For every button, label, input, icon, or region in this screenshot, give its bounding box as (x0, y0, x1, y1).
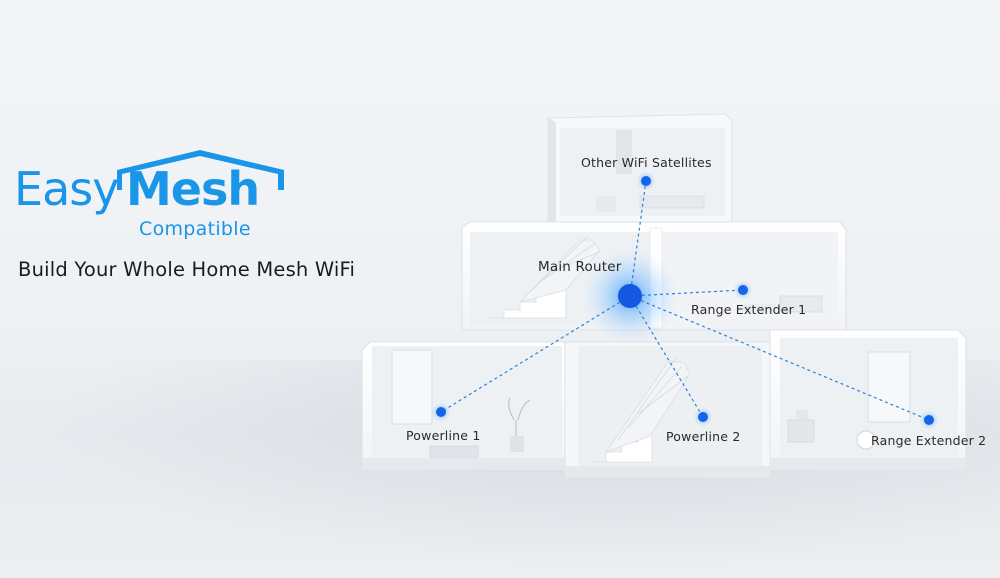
powerline-2-node-icon (698, 412, 708, 422)
tagline: Build Your Whole Home Mesh WiFi (18, 258, 356, 281)
link-satellites (629, 180, 647, 297)
mesh-nodes (431, 171, 939, 430)
label-other-wifi-satellites: Other WiFi Satellites (581, 155, 712, 170)
label-powerline-2: Powerline 2 (666, 429, 741, 444)
satellite-node-icon (641, 176, 651, 186)
label-range-extender-2: Range Extender 2 (871, 433, 987, 448)
logo-word-easy: Easy (14, 162, 119, 216)
range-extender-1-node-icon (738, 285, 748, 295)
mesh-links (440, 180, 930, 421)
router-node-icon (618, 284, 642, 308)
label-main-router: Main Router (538, 259, 622, 275)
range-extender-2-node-icon (924, 415, 934, 425)
label-range-extender-1: Range Extender 1 (691, 302, 807, 317)
powerline-1-node-icon (436, 407, 446, 417)
logo-roof-icon (117, 150, 284, 190)
label-powerline-1: Powerline 1 (406, 428, 481, 443)
logo-word-mesh: Mesh (126, 162, 260, 216)
link-range-extender-1 (629, 289, 744, 297)
logo-subtitle: Compatible (139, 218, 251, 240)
link-powerline-1 (440, 295, 631, 413)
house-structure (361, 113, 967, 479)
easymesh-logo: Easy Mesh Compatible (14, 150, 284, 245)
